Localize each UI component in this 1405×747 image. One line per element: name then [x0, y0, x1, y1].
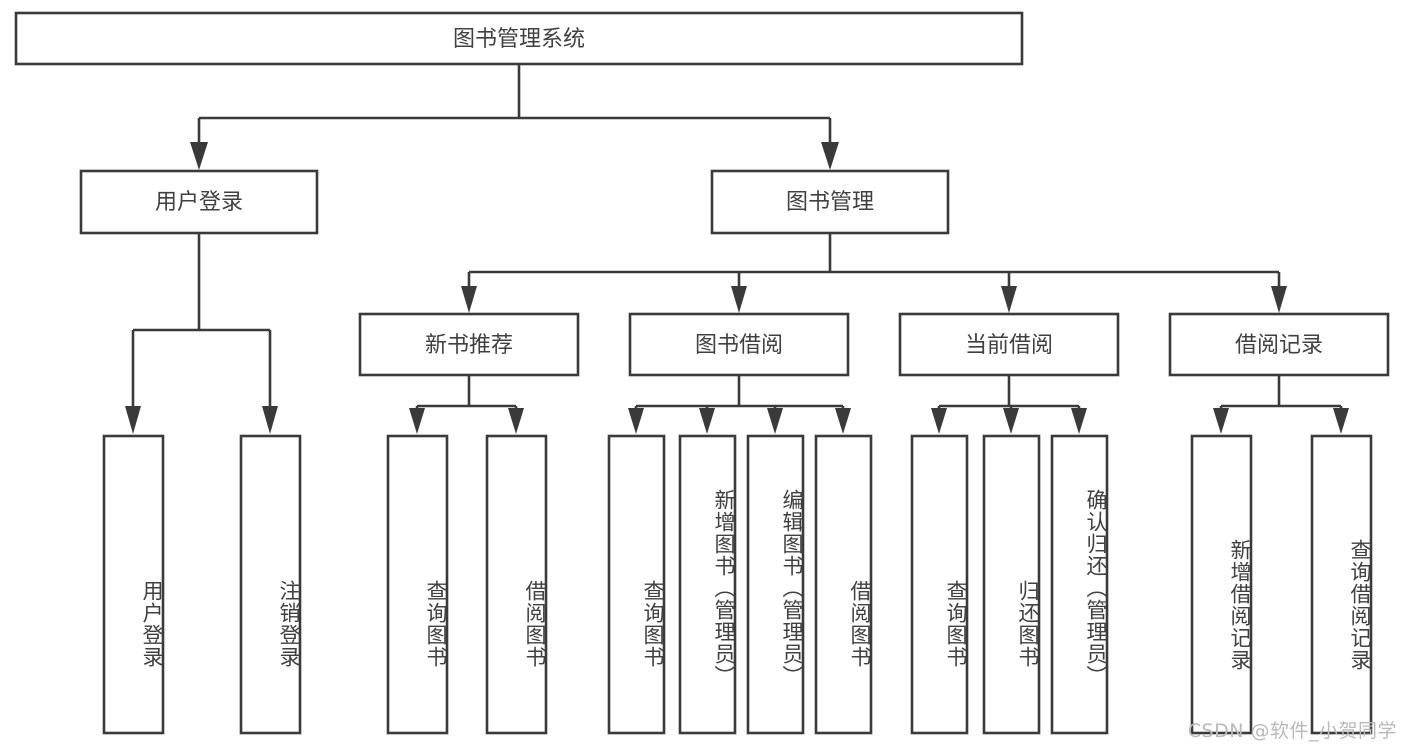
arrowhead-current-leaf3 [1071, 408, 1087, 434]
leaf-box-query-borrow-record[interactable] [1310, 434, 1373, 735]
leaf-box-add-book-admin[interactable] [678, 434, 737, 735]
arrowhead-newbook-leaf2 [508, 408, 524, 434]
csdn-watermark: CSDN @软件_小贺同学 [1187, 720, 1397, 742]
leaf-box-layer [102, 434, 1373, 735]
node-book-management[interactable]: 图书管理 [710, 169, 950, 235]
node-book-management-box[interactable] [710, 169, 950, 235]
arrowhead-records-leaf2 [1333, 408, 1349, 434]
node-borrow-records-box[interactable] [1168, 312, 1390, 377]
leaf-box-query-book-borrow[interactable] [607, 434, 666, 735]
arrowhead-current [1001, 286, 1017, 313]
arrowhead-borrow-leaf1 [628, 408, 644, 434]
arrowhead-current-leaf2 [1003, 408, 1019, 434]
node-new-book-recommend-box[interactable] [358, 312, 580, 377]
arrowhead-records [1271, 286, 1287, 313]
leaf-box-add-borrow-record[interactable] [1190, 434, 1253, 735]
leaf-box-edit-book-admin[interactable] [746, 434, 805, 735]
node-current-borrow-box[interactable] [898, 312, 1120, 377]
arrowhead-current-leaf1 [931, 408, 947, 434]
node-current-borrow[interactable]: 当前借阅 [898, 312, 1120, 377]
leaf-box-confirm-return-admin[interactable] [1050, 434, 1109, 735]
node-book-borrow[interactable]: 图书借阅 [628, 312, 850, 377]
node-root[interactable]: 图书管理系统 [14, 11, 1024, 66]
node-new-book-recommend[interactable]: 新书推荐 [358, 312, 580, 377]
leaf-box-user-login[interactable] [102, 434, 165, 735]
node-user-login-box[interactable] [79, 169, 319, 235]
node-root-label: 图书管理系统 [453, 27, 585, 52]
leaf-box-query-book-recommend[interactable] [386, 434, 449, 735]
arrowhead-userlogin-leaf2 [262, 406, 278, 434]
arrowhead-userlogin-leaf1 [125, 406, 141, 434]
arrowhead-borrow-leaf2 [699, 408, 715, 434]
node-current-borrow-label: 当前借阅 [965, 333, 1053, 358]
node-new-book-recommend-label: 新书推荐 [425, 333, 513, 358]
node-user-login-label: 用户登录 [155, 190, 243, 215]
arrowhead-borrow-leaf4 [835, 408, 851, 434]
arrowhead-newbook [461, 286, 477, 313]
node-root-box[interactable] [14, 11, 1024, 66]
arrowhead-records-leaf1 [1213, 408, 1229, 434]
arrowhead-borrow [731, 286, 747, 313]
node-book-borrow-label: 图书借阅 [695, 333, 783, 358]
node-book-borrow-box[interactable] [628, 312, 850, 377]
leaf-box-borrow-book[interactable] [814, 434, 873, 735]
arrowhead-user-login [190, 142, 208, 170]
arrowhead-book-mgmt [821, 142, 839, 170]
leaf-box-logout[interactable] [239, 434, 302, 735]
node-user-login[interactable]: 用户登录 [79, 169, 319, 235]
node-borrow-records-label: 借阅记录 [1235, 333, 1323, 358]
arrowhead-borrow-leaf3 [767, 408, 783, 434]
leaf-box-query-book-current[interactable] [910, 434, 969, 735]
node-book-management-label: 图书管理 [786, 190, 874, 215]
node-borrow-records[interactable]: 借阅记录 [1168, 312, 1390, 377]
leaf-box-borrow-book-recommend[interactable] [485, 434, 548, 735]
leaf-box-return-book[interactable] [982, 434, 1041, 735]
arrowhead-newbook-leaf1 [409, 408, 425, 434]
connector-layer [125, 64, 1349, 434]
